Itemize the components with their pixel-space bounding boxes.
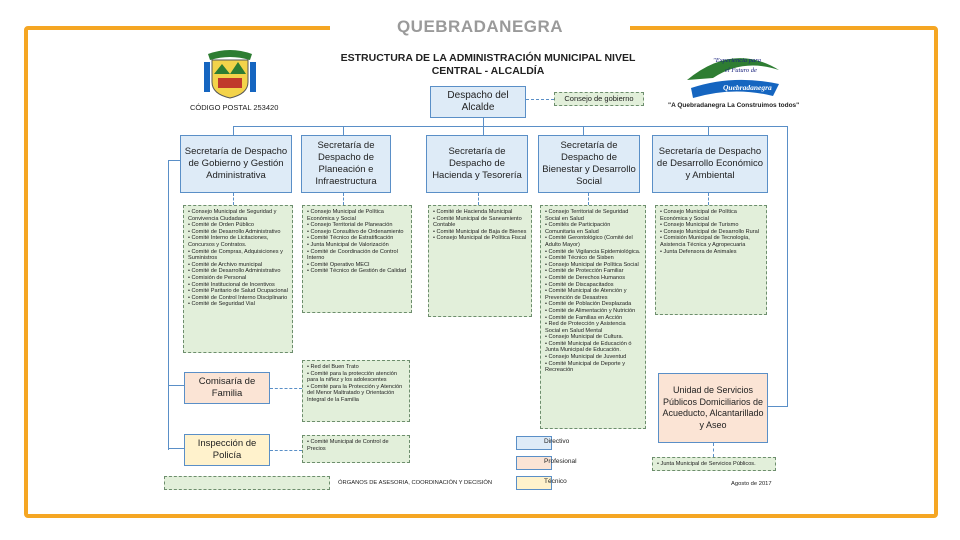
list-item: Consejo Municipal de Desarrollo Rural — [660, 229, 762, 236]
secretaria-planeacion: Secretaría de Despacho de Planeación e I… — [301, 135, 391, 193]
list-item: Comité de Protección Familiar — [545, 268, 641, 275]
coat-of-arms-icon — [204, 50, 256, 99]
list-item: Consejo Municipal de Juventud — [545, 354, 641, 361]
logo-text-2: el Futuro de — [725, 67, 757, 74]
list-item: Red de Protección y Asistencia Social en… — [545, 321, 641, 334]
inspeccion-policia: Inspección de Policía — [184, 434, 270, 466]
legend-label-directivo: Directivo — [544, 438, 570, 445]
list-item: Comité Técnico de Gestión de Calidad — [307, 268, 407, 275]
list-item: Comité Municipal de Control de Precios — [307, 439, 405, 452]
list-item: Comité Municipal de Saneamiento Contable — [433, 216, 527, 229]
list-gobierno: Consejo Municipal de Seguridad y Convive… — [183, 205, 293, 353]
secretaria-gobierno: Secretaría de Despacho de Gobierno y Ges… — [180, 135, 292, 193]
list-item: Comité Paritario de Salud Ocupacional — [188, 288, 288, 295]
list-item: Comité Técnico de Sisben — [545, 255, 641, 262]
list-item: Comité de Orden Público — [188, 222, 288, 229]
legend-swatch-organos — [164, 476, 330, 490]
unidad-servicios-publicos: Unidad de Servicios Públicos Domiciliari… — [658, 373, 768, 443]
legend-swatch-profesional — [516, 456, 552, 470]
list-item: Comités de Participación Comunitaria en … — [545, 222, 641, 235]
list-item: Comité de Control Interno Disciplinario — [188, 295, 288, 302]
secretaria-bienestar: Secretaría de Despacho de Bienestar y De… — [538, 135, 640, 193]
list-item: Junta Municipal de Valorización — [307, 242, 407, 249]
list-hacienda: Comité de Hacienda MunicipalComité Munic… — [428, 205, 532, 317]
logo-text-1: "Experiencia para — [713, 57, 761, 64]
list-item: Comité de Seguridad Vial — [188, 301, 288, 308]
list-item: Comité de Discapacitados — [545, 282, 641, 289]
list-item: Consejo Municipal de Turismo — [660, 222, 762, 229]
slogan-text: "A Quebradanegra La Construimos todos" — [668, 102, 800, 109]
postal-code: CÓDIGO POSTAL 253420 — [190, 103, 279, 112]
slide-title: QUEBRADANEGRA — [330, 10, 630, 44]
date-label: Agosto de 2017 — [731, 481, 772, 487]
list-item: Comité Municipal de Educación ó Junta Mu… — [545, 341, 641, 354]
list-item: Comité de Desarrollo Administrativo — [188, 229, 288, 236]
legend-label-tecnico: Técnico — [544, 478, 567, 485]
list-item: Comité de Compras, Adquisiciones y Sumin… — [188, 249, 288, 262]
logo-text-3: Quebradanegra — [723, 83, 772, 92]
list-item: Consejo Territorial de Planeación — [307, 222, 407, 229]
list-item: Comisión Municipal de Tecnología, Asiste… — [660, 235, 762, 248]
legend-label-profesional: Profesional — [544, 458, 577, 465]
list-item: Consejo Municipal de Política Fiscal — [433, 235, 527, 242]
list-item: Comité Institucional de Incentivos — [188, 282, 288, 289]
list-comisaria: Red del Buen TratoComité para la protecc… — [302, 360, 410, 422]
list-item: Comité de Archivo municipal — [188, 262, 288, 269]
list-item: Comité Técnico de Estratificación — [307, 235, 407, 242]
legend-swatch-directivo — [516, 436, 552, 450]
list-item: Comité de Alimentación y Nutrición — [545, 308, 641, 315]
list-item: Comité Gerontológico (Comité del Adulto … — [545, 235, 641, 248]
list-item: Consejo Municipal de Seguridad y Convive… — [188, 209, 288, 222]
list-item: Comité Municipal de Deporte y Recreación — [545, 361, 641, 374]
list-item: Consejo Municipal de Política Económica … — [660, 209, 762, 222]
list-item: Comité Municipal de Baja de Bienes — [433, 229, 527, 236]
list-item: Red del Buen Trato — [307, 364, 405, 371]
list-item: Comité de Vigilancia Epidemiológica. — [545, 249, 641, 256]
list-item: Comité de Hacienda Municipal — [433, 209, 527, 216]
list-item: Comité de Desarrollo Administrativo — [188, 268, 288, 275]
list-item: Comité Municipal de Atención y Prevenció… — [545, 288, 641, 301]
document-title: ESTRUCTURA DE LA ADMINISTRACIÓN MUNICIPA… — [340, 52, 636, 77]
list-item: Junta Municipal de Servicios Públicos. — [657, 461, 771, 468]
legend-swatch-tecnico — [516, 476, 552, 490]
list-item: Consejo Consultivo de Ordenamiento — [307, 229, 407, 236]
list-item: Comité de Población Desplazada — [545, 301, 641, 308]
legend-label-organos: ÓRGANOS DE ASESORIA, COORDINACIÓN Y DECI… — [338, 480, 493, 486]
consejo-gobierno: Consejo de gobierno — [554, 92, 644, 106]
list-bienestar: Consejo Territorial de Seguridad Social … — [540, 205, 646, 429]
secretaria-desarrollo: Secretaría de Despacho de Desarrollo Eco… — [652, 135, 768, 193]
list-item: Consejo Municipal de Política Económica … — [307, 209, 407, 222]
list-unidad: Junta Municipal de Servicios Públicos. — [652, 457, 776, 471]
list-item: Consejo Territorial de Seguridad Social … — [545, 209, 641, 222]
list-item: Comité de Derechos Humanos — [545, 275, 641, 282]
list-item: Comité de Coordinación de Control Intern… — [307, 249, 407, 262]
list-item: Consejo Municipal de Política Social — [545, 262, 641, 269]
despacho-alcalde: Despacho del Alcalde — [430, 86, 526, 118]
list-item: Comité para la Protección y Atención del… — [307, 384, 405, 404]
list-desarrollo: Consejo Municipal de Política Económica … — [655, 205, 767, 315]
municipal-logo-icon: "Experiencia para el Futuro de Quebradan… — [687, 57, 779, 98]
org-chart: CÓDIGO POSTAL 253420 ESTRUCTURA DE LA AD… — [28, 30, 934, 514]
list-item: Comité para la protección atención para … — [307, 371, 405, 384]
list-item: Comité Operativo MECI — [307, 262, 407, 269]
list-planeacion: Consejo Municipal de Política Económica … — [302, 205, 412, 313]
list-item: Comité Interno de Licitaciones, Concurso… — [188, 235, 288, 248]
list-item: Comité de Familias en Acción — [545, 315, 641, 322]
list-item: Consejo Municipal de Cultura. — [545, 334, 641, 341]
list-item: Comisión de Personal — [188, 275, 288, 282]
secretaria-hacienda: Secretaría de Despacho de Hacienda y Tes… — [426, 135, 528, 193]
list-inspeccion: Comité Municipal de Control de Precios — [302, 435, 410, 463]
comisaria-familia: Comisaría de Familia — [184, 372, 270, 404]
list-item: Junta Defensora de Animales — [660, 249, 762, 256]
